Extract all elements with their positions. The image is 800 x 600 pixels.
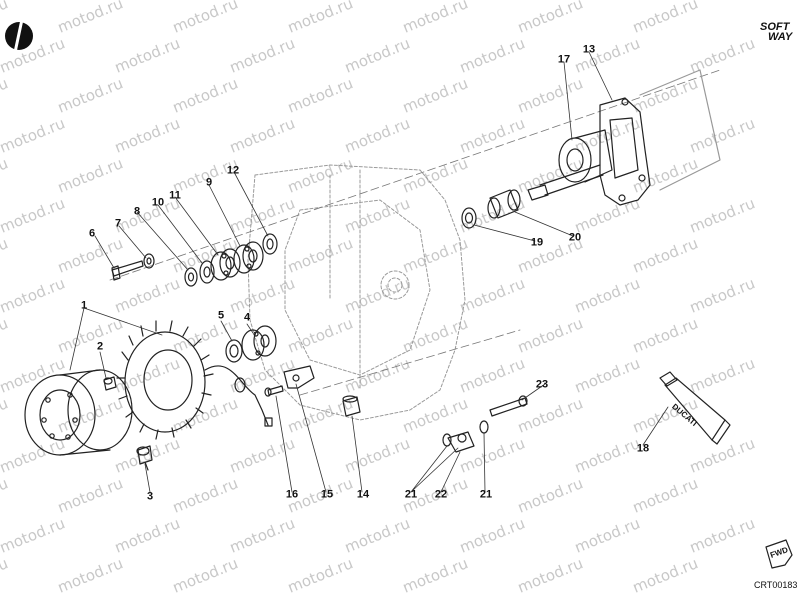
washer-8 xyxy=(184,267,198,287)
part-label-8: 8 xyxy=(133,205,141,218)
sealant-tube xyxy=(659,371,731,445)
screw-3 xyxy=(136,445,153,471)
seal-19 xyxy=(461,207,477,229)
clip-22 xyxy=(447,431,475,453)
part-label-17: 17 xyxy=(557,53,571,66)
washer-7 xyxy=(143,253,155,269)
brand-mark: SOFT WAY xyxy=(760,21,793,44)
part-label-21-right: 21 xyxy=(479,488,493,501)
water-pump-housing xyxy=(599,69,721,206)
stator xyxy=(116,320,273,440)
washer-12 xyxy=(262,233,278,255)
part-label-5: 5 xyxy=(217,309,225,322)
washer-21-right xyxy=(479,420,489,434)
bearing-9 xyxy=(233,241,264,274)
part-label-20: 20 xyxy=(568,231,582,244)
part-label-11: 11 xyxy=(169,189,181,202)
screw-16 xyxy=(264,385,284,397)
fwd-arrow-icon xyxy=(765,539,793,569)
part-label-13: 13 xyxy=(582,43,596,56)
logo-mark xyxy=(5,19,33,52)
part-label-6: 6 xyxy=(88,227,96,240)
rotor xyxy=(24,369,133,456)
pump-shaft xyxy=(527,129,613,201)
brand-line-2: WAY xyxy=(768,31,793,44)
spacer-10 xyxy=(199,260,215,284)
bushing-20 xyxy=(487,189,521,219)
screw-23 xyxy=(489,395,528,417)
part-label-7: 7 xyxy=(114,217,122,230)
part-label-19: 19 xyxy=(530,236,544,249)
part-label-12: 12 xyxy=(226,164,240,177)
part-label-9: 9 xyxy=(205,176,213,189)
part-label-1: 1 xyxy=(80,299,88,312)
bearing-11 xyxy=(210,248,241,281)
part-label-14: 14 xyxy=(356,488,370,501)
brand-line-1: SOFT xyxy=(760,21,790,33)
bearing-4 xyxy=(241,325,277,361)
part-label-16: 16 xyxy=(285,488,299,501)
part-label-2: 2 xyxy=(96,340,104,353)
circlip-5 xyxy=(225,339,243,363)
crankcase-cover xyxy=(247,164,466,421)
part-label-22: 22 xyxy=(434,488,448,501)
part-label-3: 3 xyxy=(146,490,154,503)
part-label-21-left: 21 xyxy=(404,488,418,501)
part-label-23: 23 xyxy=(535,378,549,391)
part-label-4: 4 xyxy=(243,311,251,324)
part-label-15: 15 xyxy=(320,488,334,501)
leader-lines xyxy=(69,51,669,493)
clamp-15 xyxy=(283,365,315,389)
part-label-10: 10 xyxy=(151,196,165,209)
bolt-6 xyxy=(111,260,144,281)
dowel-14 xyxy=(342,395,361,417)
drawing-code: CRT00183 xyxy=(754,580,798,590)
part-label-18: 18 xyxy=(636,442,650,455)
screw-2 xyxy=(103,376,117,391)
